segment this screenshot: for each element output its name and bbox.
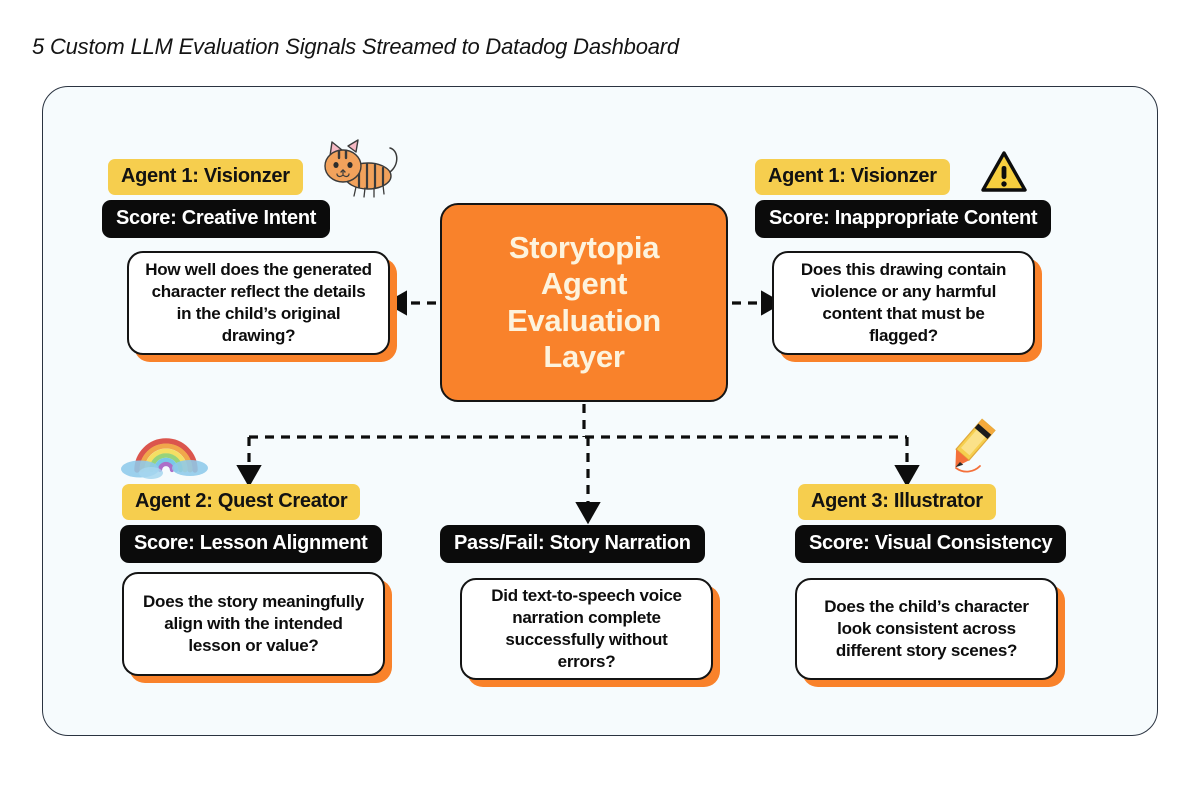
badge-agent-visual-consistency: Agent 3: Illustrator: [798, 484, 996, 520]
badge-agent-label: Agent 1: Visionzer: [768, 165, 937, 187]
question-card-visual-consistency[interactable]: Does the child’s character look consiste…: [795, 578, 1058, 680]
central-hub-node[interactable]: Storytopia Agent Evaluation Layer: [440, 203, 728, 402]
question-card-inappropriate-content[interactable]: Does this drawing contain violence or an…: [772, 251, 1035, 355]
cat-doodle-icon: [312, 136, 404, 198]
page-title: 5 Custom LLM Evaluation Signals Streamed…: [32, 34, 679, 59]
warning-triangle-icon: [980, 150, 1028, 194]
question-text: Did text-to-speech voice narration compl…: [491, 585, 682, 672]
question-text: Does the story meaningfully align with t…: [143, 591, 364, 656]
badge-score-label: Score: Inappropriate Content: [769, 207, 1038, 229]
badge-score-creative-intent: Score: Creative Intent: [102, 200, 331, 238]
hub-line-2: Agent: [540, 266, 628, 302]
hub-line-1: Storytopia: [508, 229, 660, 265]
central-hub-label: Storytopia Agent Evaluation Layer: [507, 230, 661, 375]
badge-agent-creative-intent: Agent 1: Visionzer: [108, 159, 303, 195]
badge-score-visual-consistency: Score: Visual Consistency: [795, 525, 1067, 563]
hub-line-3: Evaluation: [507, 302, 661, 338]
question-text: How well does the generated character re…: [145, 259, 372, 346]
question-text: Does this drawing contain violence or an…: [800, 259, 1007, 346]
question-card-story-narration[interactable]: Did text-to-speech voice narration compl…: [460, 578, 713, 680]
badge-agent-lesson-alignment: Agent 2: Quest Creator: [122, 484, 361, 520]
question-card-lesson-alignment[interactable]: Does the story meaningfully align with t…: [122, 572, 385, 676]
badge-score-label: Pass/Fail: Story Narration: [454, 532, 691, 554]
badge-score-inappropriate-content: Score: Inappropriate Content: [755, 200, 1052, 238]
pencil-doodle-icon: [944, 418, 1002, 476]
badge-agent-label: Agent 3: Illustrator: [811, 490, 983, 512]
rainbow-doodle-icon: [118, 422, 214, 480]
badge-score-label: Score: Lesson Alignment: [134, 532, 368, 554]
badge-agent-label: Agent 2: Quest Creator: [135, 490, 348, 512]
badge-score-label: Score: Creative Intent: [116, 207, 317, 229]
badge-score-story-narration: Pass/Fail: Story Narration: [440, 525, 705, 563]
badge-agent-label: Agent 1: Visionzer: [121, 165, 290, 187]
question-card-creative-intent[interactable]: How well does the generated character re…: [127, 251, 390, 355]
badge-score-label: Score: Visual Consistency: [809, 532, 1053, 554]
badge-agent-inappropriate-content: Agent 1: Visionzer: [755, 159, 950, 195]
badge-score-lesson-alignment: Score: Lesson Alignment: [120, 525, 382, 563]
hub-line-4: Layer: [543, 338, 625, 374]
question-text: Does the child’s character look consiste…: [824, 596, 1029, 661]
